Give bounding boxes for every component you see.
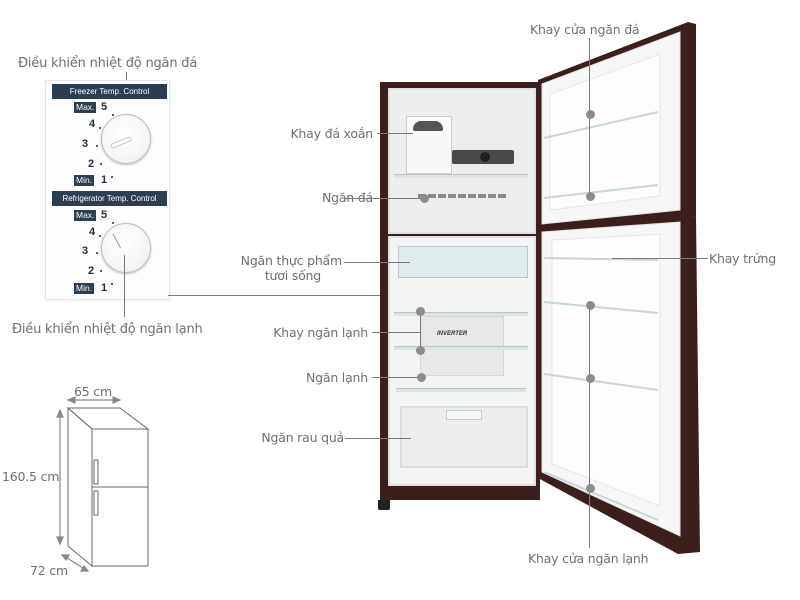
leader-line: [589, 304, 590, 548]
label-fresh-food-line2: tươi sống: [264, 268, 321, 283]
label-fridge-control: Điều khiển nhiệt độ ngăn lạnh: [12, 322, 203, 337]
scale-2: 2: [88, 265, 95, 277]
freezer-compartment: [388, 88, 536, 234]
scale-4: 4: [89, 226, 96, 238]
scale-3: 3: [82, 245, 89, 257]
label-twist-ice-tray: Khay đá xoắn: [290, 126, 373, 141]
label-freezer-door-tray: Khay cửa ngăn đá: [530, 22, 640, 37]
max-tag: Max.: [74, 210, 97, 221]
leader-line: [124, 255, 125, 317]
label-egg-tray: Khay trứng: [709, 251, 776, 266]
fridge-control-title: Refrigerator Temp. Control: [52, 191, 167, 206]
leader-line: [420, 311, 421, 351]
leader-line: [377, 133, 413, 134]
leader-line: [372, 332, 420, 333]
max-tag: Max.: [74, 102, 97, 113]
scale-3: 3: [82, 138, 89, 150]
refrigerator-body: INVERTER: [378, 82, 540, 510]
freezer-temp-knob[interactable]: [101, 114, 151, 164]
label-fridge-compartment: Ngăn lạnh: [305, 370, 368, 385]
temperature-control-panel: Freezer Temp. Control Max. 5 4 3 2 Min. …: [45, 80, 170, 300]
vegetable-drawer: [400, 406, 528, 468]
scale-1: 1: [101, 174, 108, 186]
leader-line: [344, 198, 424, 199]
leader-line: [612, 258, 708, 259]
label-fridge-door-tray: Khay cửa ngăn lạnh: [528, 551, 649, 566]
label-freezer: Ngăn đá: [321, 190, 373, 205]
leader-line: [345, 438, 411, 439]
freezer-control-title: Freezer Temp. Control: [52, 84, 167, 99]
label-vegetable-drawer: Ngăn rau quả: [261, 430, 344, 445]
scale-5: 5: [101, 101, 108, 113]
fresh-food-drawer: [398, 246, 528, 278]
label-freezer-control: Điều khiển nhiệt độ ngăn đá: [18, 56, 198, 71]
min-tag: Min.: [74, 283, 95, 294]
doors: [538, 22, 700, 554]
leader-line: [372, 377, 420, 378]
inverter-badge: INVERTER: [437, 331, 468, 337]
fridge-shelf: [394, 346, 528, 350]
scale-4: 4: [89, 118, 96, 130]
scale-1: 1: [101, 282, 108, 294]
min-tag: Min.: [74, 175, 95, 186]
label-fridge-shelf: Khay ngăn lạnh: [273, 325, 368, 340]
fridge-compartment: INVERTER: [388, 236, 536, 486]
label-fresh-food-line1: Ngăn thực phẩm: [240, 253, 343, 268]
leader-line: [344, 262, 410, 263]
dimension-width: 65 cm: [74, 384, 112, 399]
dimension-sketch: [56, 396, 150, 572]
fridge-shelf: [394, 312, 528, 316]
scale-5: 5: [101, 209, 108, 221]
scale-2: 2: [88, 158, 95, 170]
dimension-depth: 72 cm: [30, 563, 68, 578]
fridge-temp-knob[interactable]: [101, 223, 151, 273]
leader-line: [168, 295, 390, 296]
twist-ice-tray: [406, 116, 452, 174]
dimension-height: 160.5 cm: [2, 469, 60, 484]
